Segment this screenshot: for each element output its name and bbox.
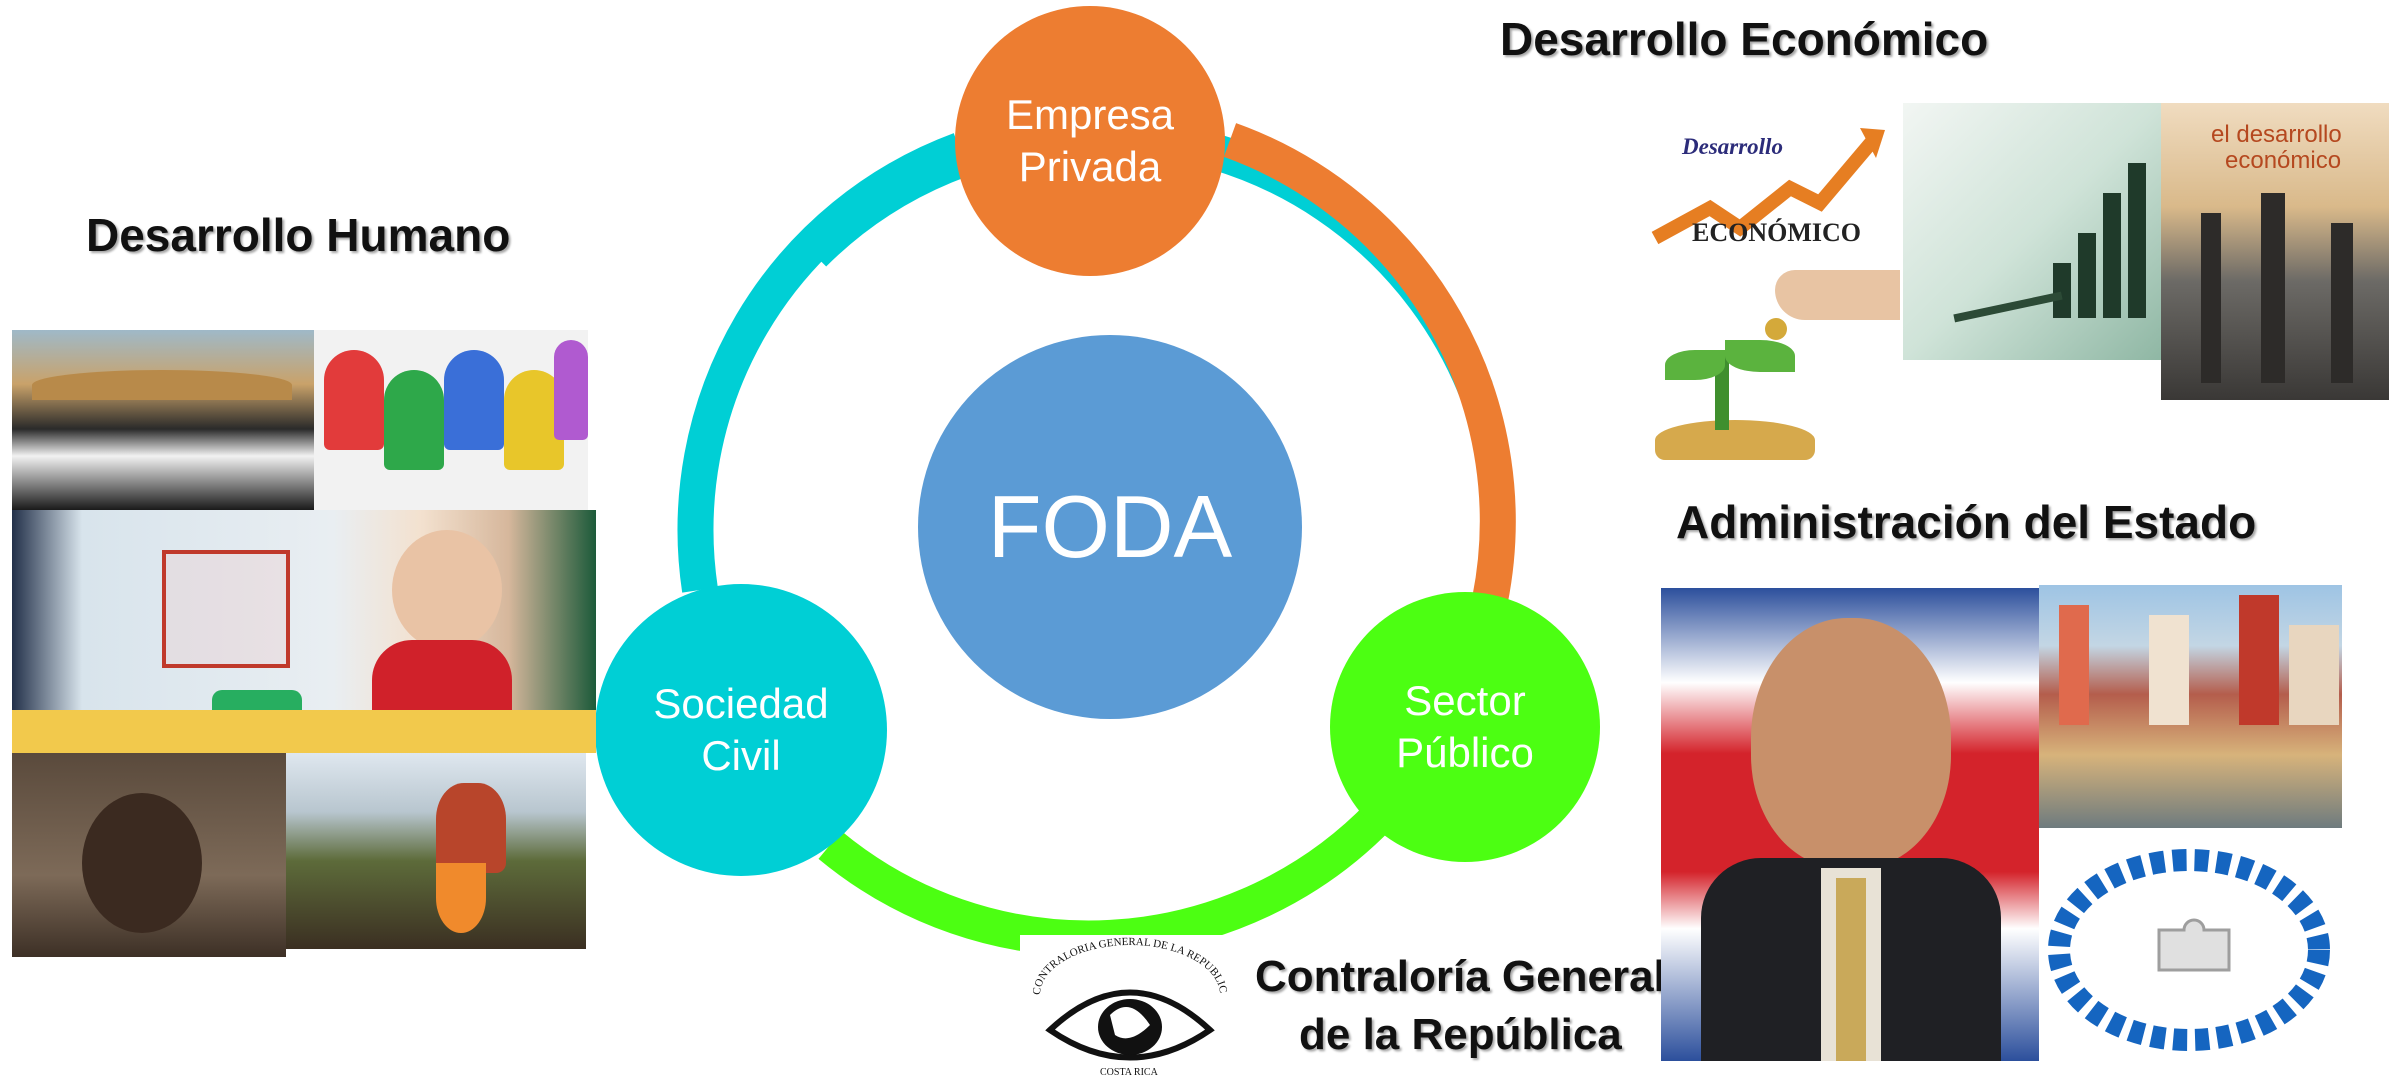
photo-smiling-girl: [12, 753, 286, 957]
node-label: Privada: [1018, 143, 1162, 190]
image-people-circle-puzzle: [2039, 840, 2342, 1061]
photo-paper-people: [314, 330, 588, 510]
book-title: económico: [2225, 147, 2342, 174]
svg-text:CONTRALORIA GENERAL DE LA REPU: CONTRALORIA GENERAL DE LA REPUBLICA: [1020, 935, 1229, 995]
photo-farmer-carrots: [286, 753, 586, 949]
seal-text: COSTA RICA: [1100, 1067, 1158, 1078]
seal-text: CONTRALORIA GENERAL DE LA REPUBLICA: [1020, 935, 1229, 995]
node-label: Civil: [701, 732, 781, 779]
center-label: FODA: [987, 477, 1233, 576]
arc-sector-to-sociedad: [818, 802, 1393, 957]
node-label: Sociedad: [653, 680, 829, 727]
eye-seal-icon: CONTRALORIA GENERAL DE LA REPUBLICA: [1020, 935, 1229, 1061]
people-circle-icon: [2048, 849, 2330, 1051]
arc-sociedad-upper: [677, 133, 967, 593]
center-foda: FODA: [918, 335, 1302, 719]
logo-word: ECONÓMICO: [1692, 218, 1861, 247]
node-label: Sector: [1404, 677, 1526, 724]
photo-child-drawing: [12, 510, 596, 753]
heading-desarrollo-economico: Desarrollo Económico: [1500, 13, 1989, 65]
photo-growth-bars: [1903, 103, 2161, 360]
photo-school-band: [12, 330, 314, 510]
photo-book-desarrollo-economico: el desarrollo económico: [2161, 103, 2389, 400]
heading-administracion-estado: Administración del Estado: [1676, 496, 2257, 548]
photo-city-skyline: [2039, 585, 2342, 828]
node-label: Empresa: [1005, 91, 1175, 138]
heading-contraloria: Contraloría General de la República: [1255, 948, 1666, 1064]
heading-desarrollo-humano: Desarrollo Humano: [86, 209, 511, 261]
arc-empresa-to-sector: [1223, 123, 1516, 604]
book-title: el desarrollo: [2211, 121, 2342, 148]
logo-word: Desarrollo: [1682, 134, 1783, 159]
node-label: Público: [1396, 729, 1534, 776]
growth-arrow-icon: [1651, 128, 1885, 245]
contraloria-seal-logo: CONTRALORIA GENERAL DE LA REPUBLICA COST…: [1020, 935, 1240, 1085]
image-desarrollo-economico-logo: Desarrollo ECONÓMICO: [1650, 118, 1890, 268]
heading-line: Contraloría General: [1255, 952, 1666, 1001]
photo-president-flag: [1661, 588, 2039, 1061]
photo-coin-plant: [1635, 270, 1900, 460]
heading-line: de la República: [1299, 1010, 1622, 1059]
